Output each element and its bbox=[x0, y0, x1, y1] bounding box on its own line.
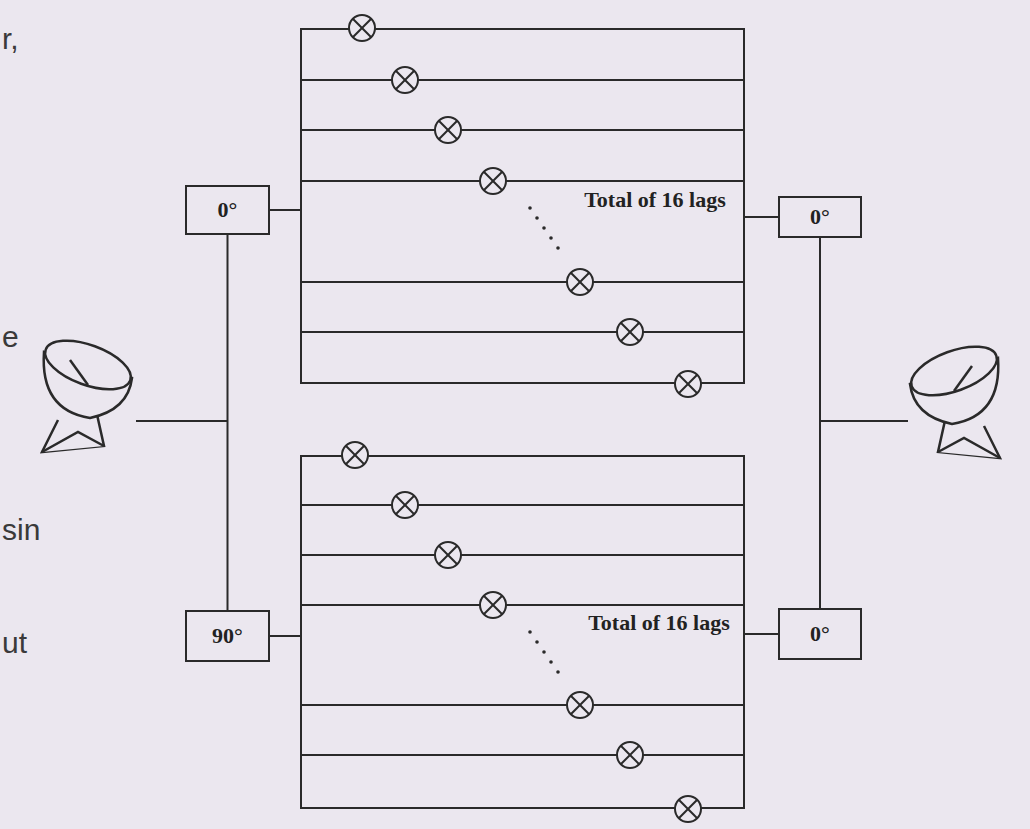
ellipsis-dots bbox=[528, 206, 560, 674]
multiplier-symbol bbox=[435, 117, 461, 143]
phase-box: 0° bbox=[778, 196, 862, 238]
multiplier-symbol bbox=[675, 796, 701, 822]
multiplier-symbol bbox=[675, 371, 701, 397]
multiplier-symbol bbox=[567, 692, 593, 718]
phase-box: 0° bbox=[185, 185, 270, 235]
slide-text-fragment: sin bbox=[2, 513, 40, 547]
lag-lines bbox=[300, 80, 745, 755]
signal-wire bbox=[745, 633, 778, 635]
signal-wire bbox=[227, 235, 229, 610]
phase-label: 0° bbox=[810, 204, 830, 230]
multiplier-symbol bbox=[435, 542, 461, 568]
phase-label: 90° bbox=[212, 623, 243, 649]
phase-label: 0° bbox=[810, 621, 830, 647]
multiplier-symbol bbox=[480, 592, 506, 618]
slide-text-fragment: ut bbox=[2, 626, 27, 660]
slide-text-fragment: r, bbox=[2, 22, 19, 56]
multiplier-symbol bbox=[480, 168, 506, 194]
slide-text-fragment: e bbox=[2, 320, 19, 354]
multiplier-symbol bbox=[567, 269, 593, 295]
lag-bank: Total of 16 lags bbox=[300, 455, 745, 809]
phase-label: 0° bbox=[218, 197, 238, 223]
signal-wire bbox=[270, 209, 300, 211]
signal-wire bbox=[745, 216, 778, 218]
multiplier-symbol bbox=[392, 67, 418, 93]
lag-count: Total of 16 lags bbox=[586, 611, 732, 636]
signal-wire bbox=[819, 238, 821, 608]
antenna-wires bbox=[136, 420, 908, 422]
multiplier-symbol bbox=[617, 319, 643, 345]
lag-bank: Total of 16 lags bbox=[300, 28, 745, 384]
phase-box: 0° bbox=[778, 608, 862, 660]
multiplier-symbol bbox=[392, 492, 418, 518]
lag-count: Total of 16 lags bbox=[582, 188, 728, 213]
multiplier-symbol bbox=[617, 742, 643, 768]
phase-box: 90° bbox=[185, 610, 270, 662]
dish-antenna bbox=[39, 331, 137, 452]
dish-antenna bbox=[905, 337, 1003, 458]
signal-wire bbox=[270, 635, 300, 637]
